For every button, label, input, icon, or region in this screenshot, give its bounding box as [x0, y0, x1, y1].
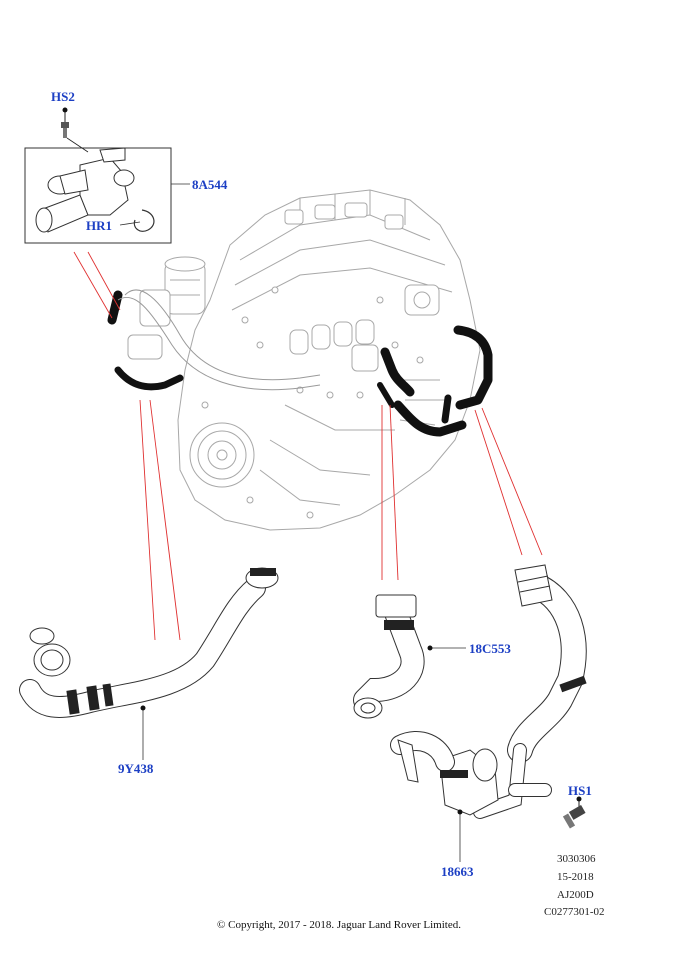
hose-18663 [390, 564, 587, 862]
ref-line-4: C0277301-02 [544, 906, 605, 918]
ref-line-1: 3030306 [557, 853, 596, 865]
installed-hoses [107, 290, 493, 437]
hr1-leader [119, 221, 141, 226]
callout-18c553: 18C553 [469, 641, 511, 656]
callout-hr1: HR1 [86, 218, 112, 233]
installed-pipe [117, 289, 321, 391]
callout-hs1: HS1 [568, 783, 592, 798]
ref-line-2: 15-2018 [557, 871, 594, 883]
callout-9y438: 9Y438 [118, 761, 154, 776]
hose-18c553 [353, 594, 466, 719]
hose-9y438 [19, 567, 279, 760]
ref-line-3: AJ200D [557, 889, 594, 901]
bolt-hs2 [61, 107, 89, 153]
copyright-notice: © Copyright, 2017 - 2018. Jaguar Land Ro… [217, 919, 461, 931]
callout-8a544: 8A544 [192, 177, 228, 192]
callout-hs2: HS2 [51, 89, 75, 104]
bolt-hs1 [562, 796, 586, 829]
inset-8a544 [24, 147, 172, 244]
leader-lines [73, 251, 543, 641]
engine-assembly [127, 189, 481, 531]
callout-18663: 18663 [441, 864, 474, 879]
